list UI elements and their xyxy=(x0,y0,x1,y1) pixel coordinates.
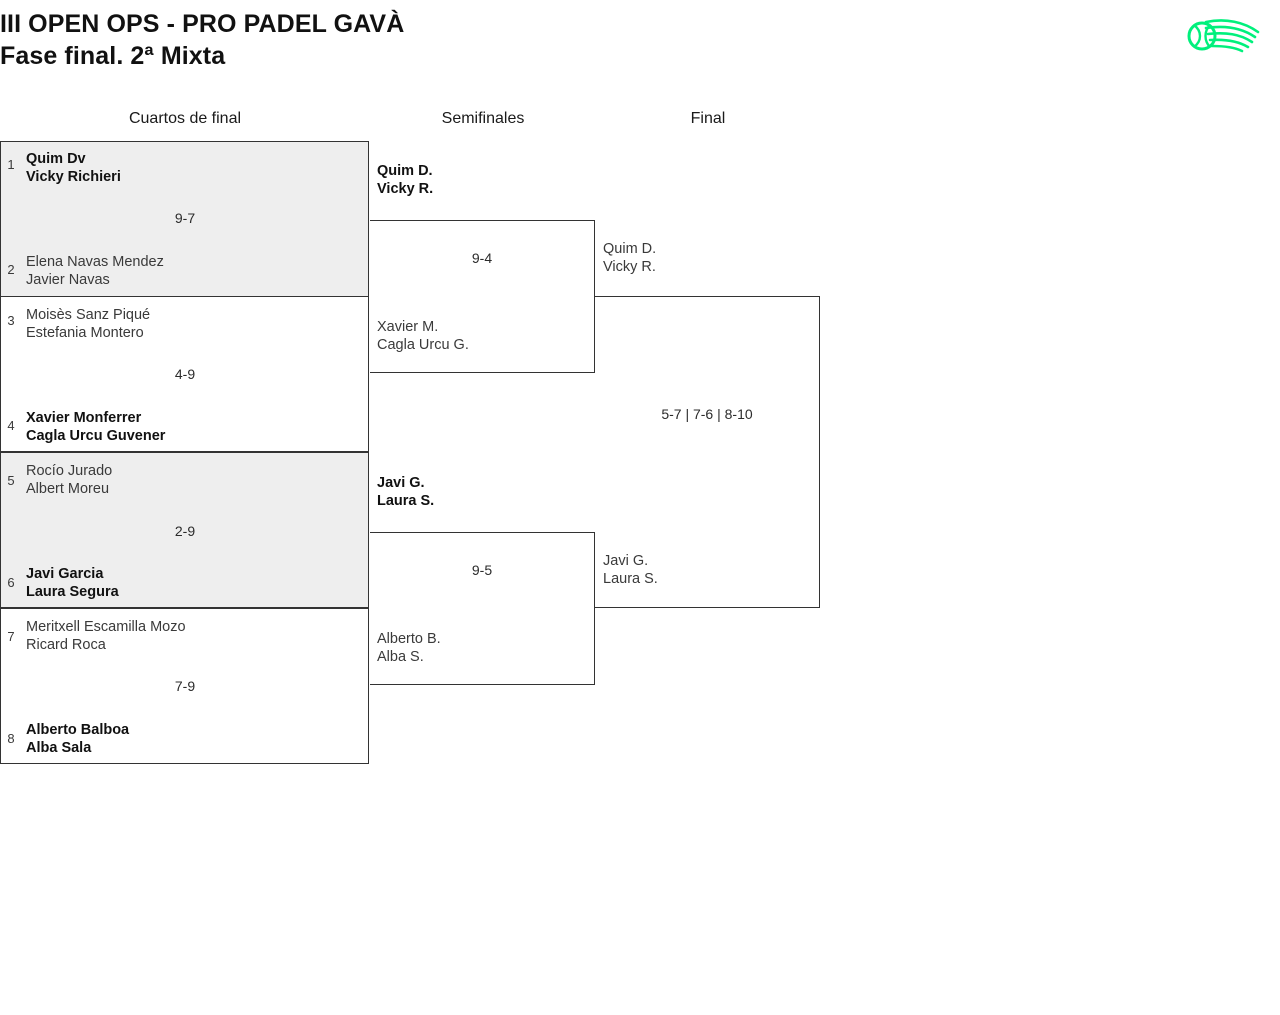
team-qf4-bottom: Alberto Balboa Alba Sala xyxy=(26,722,130,756)
score-qf1: 9-7 xyxy=(174,210,196,226)
tournament-name: III OPEN OPS - PRO PADEL GAVÀ xyxy=(0,10,405,38)
seed-number: 7 xyxy=(7,629,15,644)
match-box-qf2[interactable] xyxy=(0,296,369,452)
team-qf3-top: Rocío Jurado Albert Moreu xyxy=(26,463,113,497)
team-qf1-top: Quim Dv Vicky Richieri xyxy=(26,151,121,185)
match-box-sf1[interactable] xyxy=(370,220,595,373)
team-final-top: Quim D. Vicky R. xyxy=(603,241,657,275)
seed-number: 2 xyxy=(7,262,15,277)
team-qf1-bottom: Elena Navas Mendez Javier Navas xyxy=(26,254,164,288)
score-sf2: 9-5 xyxy=(471,562,493,578)
seed-number: 8 xyxy=(7,731,15,746)
team-sf1-top: Quim D. Vicky R. xyxy=(377,163,434,197)
team-final-bottom: Javi G. Laura S. xyxy=(603,553,658,587)
seed-number: 5 xyxy=(7,473,15,488)
score-qf4: 7-9 xyxy=(174,678,196,694)
score-qf2: 4-9 xyxy=(174,366,196,382)
team-qf4-top: Meritxell Escamilla Mozo Ricard Roca xyxy=(26,619,186,653)
seed-number: 6 xyxy=(7,575,15,590)
seed-number: 1 xyxy=(7,157,15,172)
score-sf1: 9-4 xyxy=(471,250,493,266)
round-header-quarterfinals: Cuartos de final xyxy=(128,110,242,127)
team-qf2-bottom: Xavier Monferrer Cagla Urcu Guvener xyxy=(26,410,166,444)
round-header-final: Final xyxy=(690,110,726,127)
match-box-qf3[interactable] xyxy=(0,452,369,608)
match-box-sf2[interactable] xyxy=(370,532,595,685)
seed-number: 4 xyxy=(7,418,15,433)
page-title: III OPEN OPS - PRO PADEL GAVÀ Fase final… xyxy=(0,8,900,72)
team-qf3-bottom: Javi Garcia Laura Segura xyxy=(26,566,119,600)
score-qf3: 2-9 xyxy=(174,523,196,539)
score-final: 5-7 | 7-6 | 8-10 xyxy=(661,406,753,422)
team-qf2-top: Moisès Sanz Piqué Estefania Montero xyxy=(26,307,151,341)
seed-number: 3 xyxy=(7,313,15,328)
match-box-final[interactable] xyxy=(595,296,820,608)
match-box-qf4[interactable] xyxy=(0,608,369,764)
padel-ball-swoosh-logo xyxy=(1184,12,1262,60)
team-sf2-top: Javi G. Laura S. xyxy=(377,475,435,509)
round-header-semifinals: Semifinales xyxy=(441,110,525,127)
team-sf1-bottom: Xavier M. Cagla Urcu G. xyxy=(377,319,469,353)
match-box-qf1[interactable] xyxy=(0,141,369,297)
team-sf2-bottom: Alberto B. Alba S. xyxy=(377,631,441,665)
tournament-phase: Fase final. 2ª Mixta xyxy=(0,42,226,70)
